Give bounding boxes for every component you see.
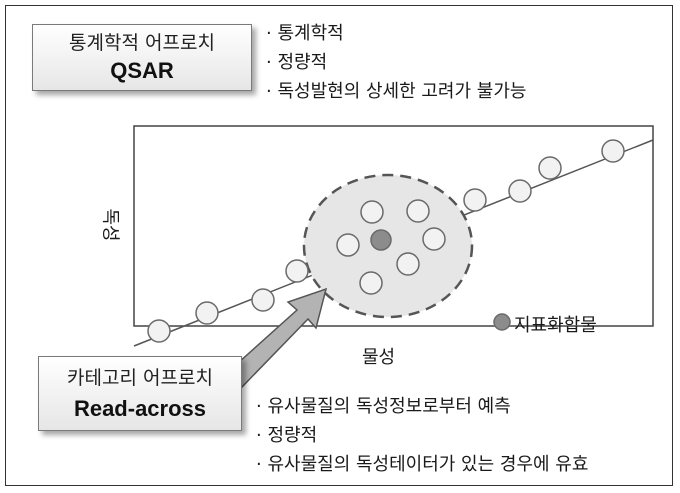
- target-compound-point: [370, 229, 392, 251]
- qsar-label: QSAR: [110, 58, 174, 83]
- compound-point: [508, 179, 532, 203]
- compound-point: [251, 288, 275, 312]
- similar-compound-point: [336, 233, 360, 257]
- similar-compound-point: [406, 199, 430, 223]
- read-across-approach-title: 카테고리 어프로치: [67, 367, 213, 389]
- qsar-bullet: 정량적: [266, 48, 526, 77]
- read-across-label: Read-across: [73, 396, 207, 421]
- read-across-bullet: 유사물질의 독성정보로부터 예측: [256, 392, 588, 421]
- read-across-bullet: 정량적: [256, 421, 588, 450]
- read-across-bullet-list: 유사물질의 독성정보로부터 예측 정량적 유사물질의 독성테이터가 있는 경우에…: [256, 392, 588, 479]
- read-across-bullet: 유사물질의 독성테이터가 있는 경우에 유효: [256, 450, 588, 479]
- y-axis-label: 독성: [99, 208, 121, 242]
- compound-point: [538, 156, 562, 180]
- legend-label: 지표화합물: [514, 315, 597, 336]
- compound-point: [463, 188, 487, 212]
- read-across-arrow: [226, 287, 328, 389]
- legend-marker: [493, 313, 511, 331]
- qsar-approach-title: 통계학적 어프로치: [69, 32, 215, 54]
- qsar-box: 통계학적 어프로치 QSAR: [32, 24, 252, 91]
- similar-compound-point: [359, 271, 383, 295]
- similar-compound-point: [422, 227, 446, 251]
- compound-point: [147, 319, 171, 343]
- data-points: [147, 139, 625, 343]
- compound-point: [285, 259, 309, 283]
- compound-point: [601, 139, 625, 163]
- similar-compound-point: [360, 200, 384, 224]
- compound-point: [195, 301, 219, 325]
- qsar-bullet: 통계학적: [266, 19, 526, 48]
- qsar-bullet: 독성발현의 상세한 고려가 불가능: [266, 77, 526, 106]
- x-axis-label: 물성: [362, 347, 396, 368]
- read-across-box: 카테고리 어프로치 Read-across: [38, 356, 242, 431]
- similar-compound-point: [396, 252, 420, 276]
- qsar-bullet-list: 통계학적 정량적 독성발현의 상세한 고려가 불가능: [266, 19, 526, 106]
